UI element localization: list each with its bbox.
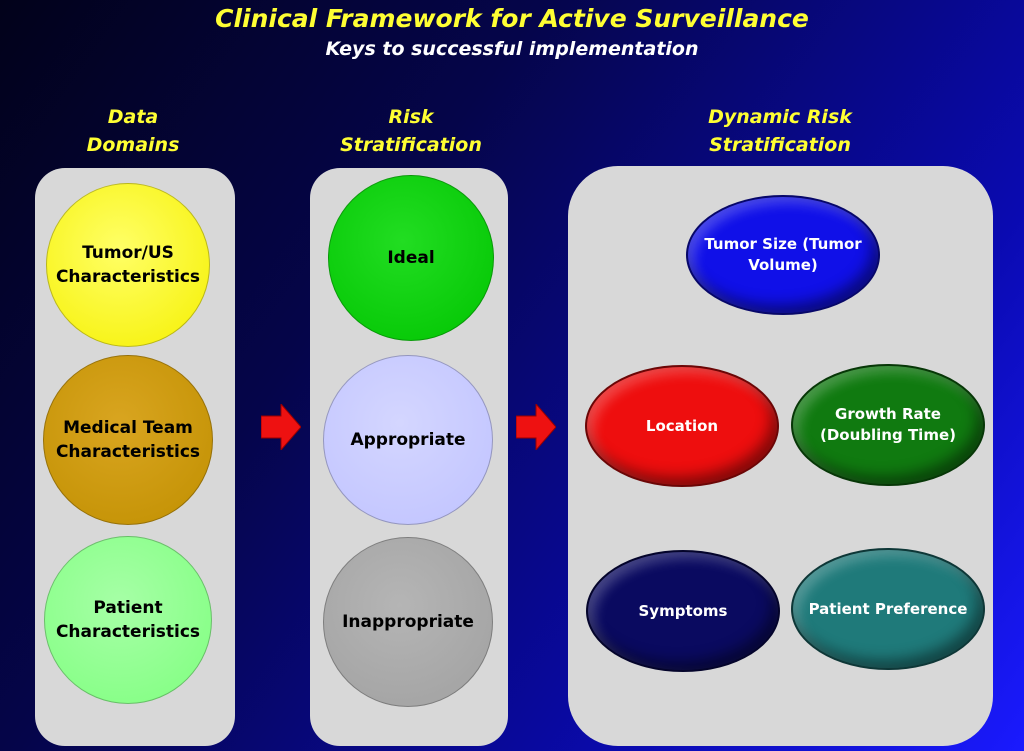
node-appropriate: Appropriate: [323, 355, 493, 525]
heading-line: Data: [107, 106, 159, 128]
heading-line: Stratification: [709, 134, 851, 156]
heading-line: Dynamic Risk: [708, 106, 852, 128]
node-patient-characteristics: Patient Characteristics: [44, 536, 212, 704]
node-patient-preference: Patient Preference: [791, 548, 985, 670]
heading-line: Stratification: [340, 134, 482, 156]
node-tumor-size: Tumor Size (Tumor Volume): [686, 195, 880, 315]
node-medical-team-characteristics: Medical Team Characteristics: [43, 355, 213, 525]
heading-line: Domains: [86, 134, 180, 156]
node-growth-rate: Growth Rate (Doubling Time): [791, 364, 985, 486]
column-heading-risk-stratification: Risk Stratification: [311, 103, 511, 159]
node-ideal: Ideal: [328, 175, 494, 341]
node-inappropriate: Inappropriate: [323, 537, 493, 707]
slide-subtitle: Keys to successful implementation: [325, 38, 699, 60]
node-symptoms: Symptoms: [586, 550, 780, 672]
right-arrow-icon: [261, 404, 301, 450]
right-arrow-icon: [516, 404, 556, 450]
node-tumor-us-characteristics: Tumor/US Characteristics: [46, 183, 210, 347]
slide-title: Clinical Framework for Active Surveillan…: [215, 4, 809, 33]
column-heading-dynamic-risk: Dynamic Risk Stratification: [660, 103, 900, 159]
node-location: Location: [585, 365, 779, 487]
heading-line: Risk: [388, 106, 434, 128]
column-heading-data-domains: Data Domains: [33, 103, 233, 159]
